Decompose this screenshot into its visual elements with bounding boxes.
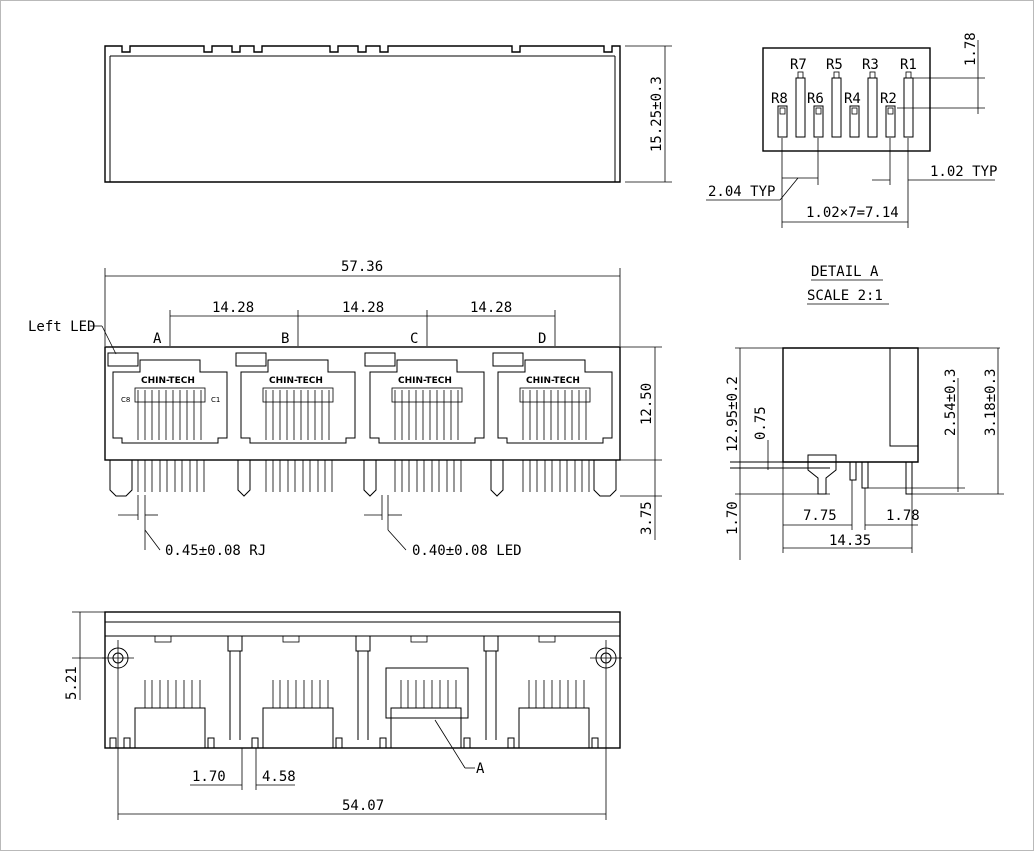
side-dim-170: 1.70 <box>725 501 741 535</box>
dim-height-top: 15.25±0.3 <box>649 76 665 152</box>
brand-logo-c: CHIN-TECH <box>398 376 452 386</box>
port-label-b: B <box>281 331 289 347</box>
left-led-label: Left LED <box>28 319 95 335</box>
side-view: 12.95±0.2 0.75 1.70 2.54±0.3 3.18±0.3 7.… <box>725 347 1004 560</box>
pin-label-r3: R3 <box>862 57 879 73</box>
note-rj-pin: 0.45±0.08 RJ <box>165 543 266 559</box>
dim-typ-102: 1.02 TYP <box>930 164 997 180</box>
contact-label-c1-a: C1 <box>211 396 220 404</box>
side-dim-318: 3.18±0.3 <box>983 369 999 436</box>
side-dim-254: 2.54±0.3 <box>943 369 959 436</box>
contact-label-c8-a: C8 <box>121 396 130 404</box>
port-c: CHIN-TECH <box>364 352 485 444</box>
port-label-c: C <box>410 331 418 347</box>
dim-port-pitch-1: 14.28 <box>212 300 254 316</box>
dim-pin-top: 1.78 <box>963 32 979 66</box>
pin-label-r7: R7 <box>790 57 807 73</box>
bottom-dim-170: 1.70 <box>192 769 226 785</box>
brand-logo-a: CHIN-TECH <box>141 376 195 386</box>
dim-typ-204: 2.04 TYP <box>708 184 775 200</box>
side-dim-075: 0.75 <box>753 406 769 440</box>
top-view: 15.25±0.3 <box>104 45 672 183</box>
dim-pitch-total: 1.02×7=7.14 <box>806 205 899 221</box>
bottom-view: 5.21 1.70 4.58 54.07 A <box>64 611 622 820</box>
pin-label-r8: R8 <box>771 91 788 107</box>
detail-ref-a: A <box>476 761 485 777</box>
bottom-dim-521: 5.21 <box>64 666 80 700</box>
port-label-d: D <box>538 331 546 347</box>
detail-scale: SCALE 2:1 <box>807 288 883 304</box>
note-led-pin: 0.40±0.08 LED <box>412 543 522 559</box>
bottom-dim-5407: 54.07 <box>342 798 384 814</box>
port-d: CHIN-TECH <box>492 352 613 444</box>
side-dim-178: 1.78 <box>886 508 920 524</box>
side-dim-1435: 14.35 <box>829 533 871 549</box>
pin-label-r4: R4 <box>844 91 861 107</box>
pin-label-r5: R5 <box>826 57 843 73</box>
bottom-dim-458: 4.58 <box>262 769 296 785</box>
port-label-a: A <box>153 331 162 347</box>
side-dim-1295: 12.95±0.2 <box>725 376 741 452</box>
side-dim-775: 7.75 <box>803 508 837 524</box>
dim-overall-width: 57.36 <box>341 259 383 275</box>
dim-port-pitch-3: 14.28 <box>470 300 512 316</box>
dim-tail: 3.75 <box>639 501 655 535</box>
front-view: 57.36 14.28 14.28 14.28 Left LED A B C D… <box>28 259 662 559</box>
port-b: CHIN-TECH <box>235 352 356 444</box>
dim-port-pitch-2: 14.28 <box>342 300 384 316</box>
pin-label-r6: R6 <box>807 91 824 107</box>
pin-detail-view: R7 R5 R3 R1 R8 R6 R4 R2 1.78 1.02 TYP 2.… <box>706 32 997 228</box>
pin-label-r1: R1 <box>900 57 917 73</box>
brand-logo-b: CHIN-TECH <box>269 376 323 386</box>
brand-logo-d: CHIN-TECH <box>526 376 580 386</box>
port-a: CHIN-TECH C8 C1 <box>107 352 228 444</box>
dim-front-height: 12.50 <box>639 383 655 425</box>
pin-label-r2: R2 <box>880 91 897 107</box>
detail-title: DETAIL A <box>811 264 879 280</box>
